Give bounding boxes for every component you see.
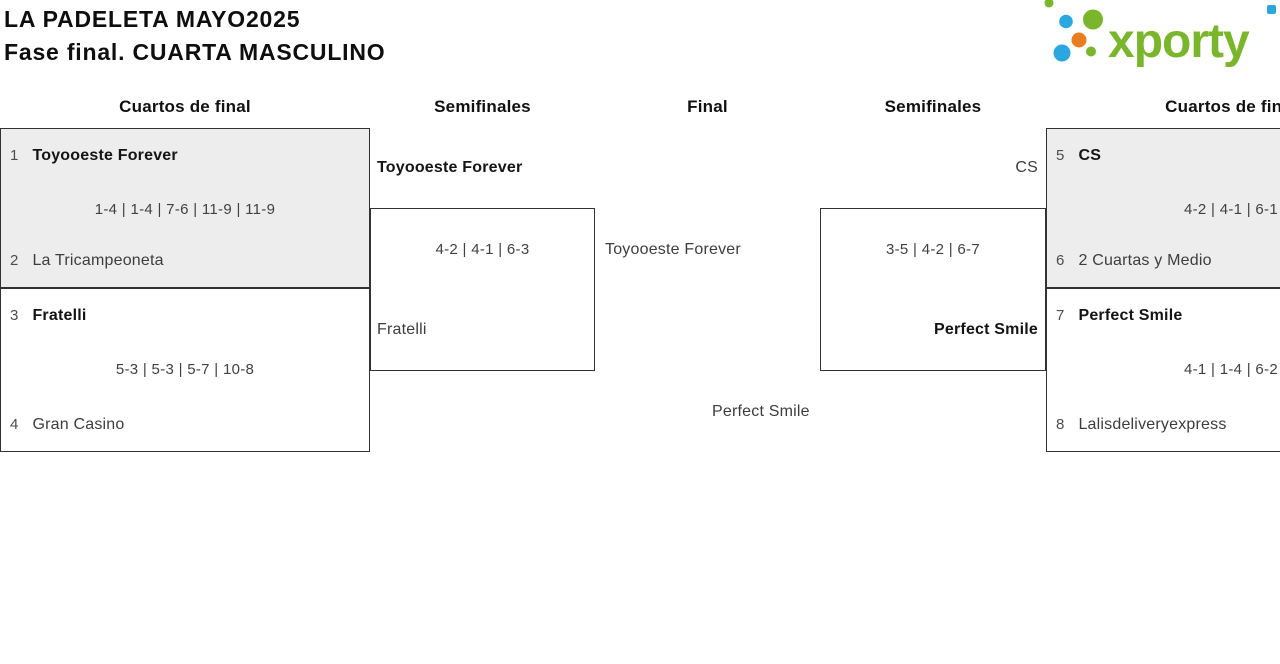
match-box-qf2[interactable]: 3 Fratelli 5-3 | 5-3 | 5-7 | 10-8 4 Gran… — [0, 288, 370, 452]
match-team-row: 2 La Tricampeoneta — [10, 250, 360, 272]
seed-number: 3 — [10, 307, 19, 324]
logo-dot — [1083, 9, 1103, 30]
logo-dot — [1071, 32, 1087, 48]
match-box-sf-right[interactable] — [820, 208, 1046, 371]
team-name: Toyooeste Forever — [32, 147, 178, 164]
seed-number: 8 — [1056, 416, 1065, 433]
team-name: CS — [1015, 159, 1038, 176]
finalist-team-name: Toyooeste Forever — [605, 241, 741, 258]
team-name: La Tricampeoneta — [32, 252, 164, 269]
match-team-row: 3 Fratelli — [10, 305, 360, 327]
team-name: Gran Casino — [32, 416, 125, 433]
team-name: 2 Cuartas y Medio — [1078, 252, 1212, 269]
team-name: Perfect Smile — [1078, 307, 1183, 324]
logo-wordmark: xporty — [1108, 15, 1250, 68]
seed-number: 6 — [1056, 252, 1065, 269]
team-name: Toyooeste Forever — [377, 159, 523, 176]
team-name: Fratelli — [377, 321, 427, 338]
logo-dot — [1053, 44, 1071, 62]
team-name: Lalisdeliveryexpress — [1078, 416, 1227, 433]
seed-number: 2 — [10, 252, 19, 269]
match-box-qf3[interactable]: 5 CS 4-2 | 4-1 | 6-1 6 2 Cuartas y Medio — [1046, 128, 1280, 288]
finalist-team-name: Perfect Smile — [712, 403, 810, 420]
match-box-sf-left[interactable] — [370, 208, 595, 371]
round-header-quarterfinals-left: Cuartos de final — [119, 97, 251, 116]
page-title: LA PADELETA MAYO2025 Fase final. CUARTA … — [4, 3, 385, 69]
round-header-quarterfinals-right: Cuartos de final — [1165, 97, 1280, 116]
match-box-qf4[interactable]: 7 Perfect Smile 4-1 | 1-4 | 6-2 8 Lalisd… — [1046, 288, 1280, 452]
match-team-row: 4 Gran Casino — [10, 414, 360, 436]
team-name: Fratelli — [32, 307, 87, 324]
team-name: CS — [1078, 147, 1102, 164]
tournament-name: LA PADELETA MAYO2025 — [4, 6, 301, 32]
match-team-row: 8 Lalisdeliveryexpress — [1056, 414, 1280, 436]
corner-blue-mark — [1267, 5, 1276, 14]
seed-number: 5 — [1056, 147, 1065, 164]
match-score: 4-2 | 4-1 | 6-3 — [435, 241, 530, 258]
round-header-semifinals-left: Semifinales — [434, 97, 531, 116]
logo-dot — [1059, 14, 1073, 29]
round-header-semifinals-right: Semifinales — [884, 97, 982, 116]
match-box-qf1[interactable]: 1 Toyooeste Forever 1-4 | 1-4 | 7-6 | 11… — [0, 128, 370, 288]
match-team-row: 5 CS — [1056, 145, 1280, 167]
seed-number: 4 — [10, 416, 19, 433]
match-team-row: 7 Perfect Smile — [1056, 305, 1280, 327]
xporty-logo: xporty — [1044, 0, 1251, 68]
logo-dot — [1086, 46, 1096, 57]
match-score: 1-4 | 1-4 | 7-6 | 11-9 | 11-9 — [94, 201, 276, 218]
match-score: 4-1 | 1-4 | 6-2 — [1183, 361, 1278, 378]
match-team-row: 6 2 Cuartas y Medio — [1056, 250, 1280, 272]
match-score: 3-5 | 4-2 | 6-7 — [885, 241, 980, 258]
seed-number: 7 — [1056, 307, 1065, 324]
match-team-row: 1 Toyooeste Forever — [10, 145, 360, 167]
logo-dot — [1044, 0, 1054, 8]
phase-category: Fase final. CUARTA MASCULINO — [4, 39, 386, 65]
team-name: Perfect Smile — [934, 321, 1038, 338]
match-score: 5-3 | 5-3 | 5-7 | 10-8 — [115, 361, 255, 378]
round-header-final: Final — [687, 97, 728, 116]
seed-number: 1 — [10, 147, 19, 164]
match-score: 4-2 | 4-1 | 6-1 — [1183, 201, 1278, 218]
